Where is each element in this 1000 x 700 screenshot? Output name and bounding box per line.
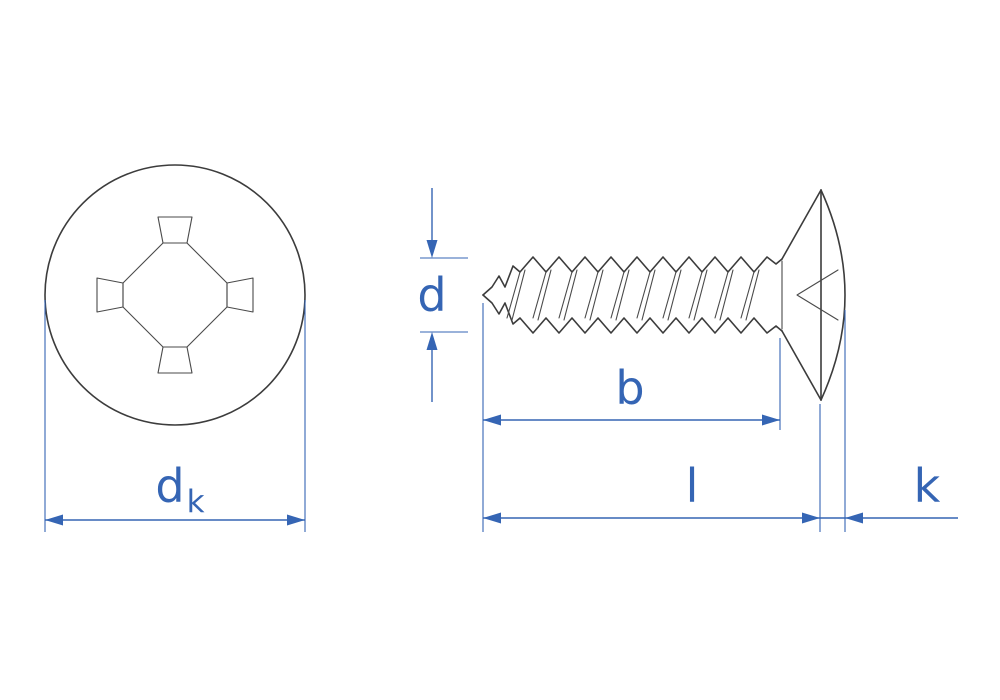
recess-side-view-lines xyxy=(796,269,839,321)
thread-flank-line xyxy=(693,269,708,321)
thread-flank-line xyxy=(537,269,552,321)
thread-flank-line xyxy=(589,269,604,321)
dk-arrowhead-right xyxy=(287,514,305,526)
dim-label-b: b xyxy=(615,361,644,415)
thread-flank-line xyxy=(641,269,656,321)
recess-wing-right xyxy=(226,277,254,313)
thread-flank-line xyxy=(667,269,682,321)
thread-flank-line xyxy=(714,271,729,319)
screw-head xyxy=(781,189,846,401)
recess-center-octagon xyxy=(122,242,228,348)
head-outline-circle xyxy=(44,164,306,426)
thread-profile-bottom xyxy=(482,294,783,334)
thread-flank-line xyxy=(563,269,578,321)
dim-label-k: k xyxy=(914,459,941,513)
d-arrowhead-up xyxy=(426,332,438,350)
dim-l: l xyxy=(483,404,821,532)
thread-flank-line xyxy=(688,271,703,319)
dk-arrowhead-left xyxy=(45,514,63,526)
recess-wing-top xyxy=(157,216,193,244)
phillips-recess xyxy=(96,216,254,374)
dim-k: k xyxy=(820,310,958,532)
b-arrowhead-right xyxy=(762,414,780,426)
dim-label-l: l xyxy=(686,459,699,513)
thread-flank-line xyxy=(558,271,573,319)
front-view: dk xyxy=(44,164,306,532)
dim-d: d xyxy=(417,188,468,402)
dim-label-d: d xyxy=(417,268,446,322)
k-arrowhead-left xyxy=(845,512,863,524)
b-arrowhead-left xyxy=(483,414,501,426)
thread-flank-line xyxy=(615,269,630,321)
recess-wing-bottom xyxy=(157,346,193,374)
thread-profile-top xyxy=(482,256,783,296)
d-arrowhead-down xyxy=(426,240,438,258)
head-countersink-bottom xyxy=(781,330,822,401)
dim-label-dk: dk xyxy=(155,459,204,520)
thread-flank-line xyxy=(636,271,651,319)
thread-flank-line xyxy=(610,271,625,319)
thread-flank-line xyxy=(532,271,547,319)
dim-dk: dk xyxy=(44,300,306,532)
l-arrowhead-right xyxy=(802,512,820,524)
thread-flank-line xyxy=(511,269,526,321)
side-view: d b l k xyxy=(417,188,958,532)
thread-flank-line xyxy=(740,271,755,319)
head-countersink-top xyxy=(781,189,822,260)
l-arrowhead-left xyxy=(483,512,501,524)
recess-wing-left xyxy=(96,277,124,313)
thread-flank-line xyxy=(745,269,760,321)
thread-flank-line xyxy=(662,271,677,319)
dim-b: b xyxy=(482,303,781,532)
thread-flank-line xyxy=(506,271,521,319)
thread-helix-lines xyxy=(506,269,760,321)
thread-flank-line xyxy=(719,269,734,321)
head-dome-arc xyxy=(820,189,846,401)
thread-flank-line xyxy=(584,271,599,319)
